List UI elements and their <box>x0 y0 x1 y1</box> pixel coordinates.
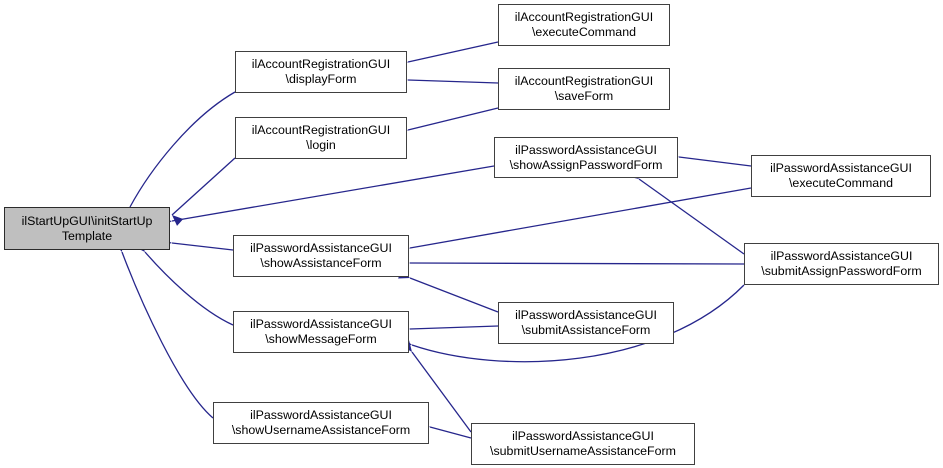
edge-showMessageForm-to-initStartUpTemplate <box>144 251 234 326</box>
node-show-assistance-form[interactable]: ilPasswordAssistanceGUI \showAssistanceF… <box>233 235 409 277</box>
node-label: ilPasswordAssistanceGUI \showMessageForm <box>250 317 392 346</box>
node-label: ilPasswordAssistanceGUI \showAssignPassw… <box>509 142 663 172</box>
node-login[interactable]: ilAccountRegistrationGUI \login <box>235 117 407 159</box>
edge-saveForm-to-displayForm <box>407 79 499 84</box>
node-label: ilStartUpGUI\initStartUp Template <box>21 213 153 243</box>
node-label: ilAccountRegistrationGUI \saveForm <box>514 74 654 103</box>
node-password-assistance-execute-command[interactable]: ilPasswordAssistanceGUI \executeCommand <box>751 155 931 197</box>
edge-showAssignPasswordForm-to-initStartUpTemplate <box>171 165 495 222</box>
node-label: ilPasswordAssistanceGUI \showAssistanceF… <box>250 241 392 270</box>
edge-paExecuteCommand-to-showAssignPasswordForm <box>678 156 752 167</box>
node-show-username-assistance-form[interactable]: ilPasswordAssistanceGUI \showUsernameAss… <box>213 402 429 444</box>
node-show-message-form[interactable]: ilPasswordAssistanceGUI \showMessageForm <box>233 311 409 353</box>
node-label: ilPasswordAssistanceGUI \submitUsernameA… <box>490 429 676 458</box>
node-label: ilAccountRegistrationGUI \displayForm <box>251 57 391 86</box>
node-label: ilPasswordAssistanceGUI \executeCommand <box>770 161 912 190</box>
edge-submitAssignPasswordForm-to-showAssistanceForm <box>409 262 745 265</box>
edge-arExecuteCommand-to-displayForm <box>407 41 499 63</box>
node-save-form[interactable]: ilAccountRegistrationGUI \saveForm <box>498 68 670 110</box>
edge-submitAssistanceForm-to-showAssistanceForm <box>409 277 499 313</box>
edge-paExecuteCommand-to-showAssistanceForm <box>409 187 752 249</box>
node-submit-assign-password-form[interactable]: ilPasswordAssistanceGUI \submitAssignPas… <box>744 243 939 285</box>
edge-displayForm-to-initStartUpTemplate <box>129 91 236 208</box>
node-init-start-up-template[interactable]: ilStartUpGUI\initStartUp Template <box>4 207 170 250</box>
node-label: ilPasswordAssistanceGUI \submitAssistanc… <box>515 308 657 337</box>
edge-showUsernameAssistanceForm-to-initStartUpTemplate <box>121 251 214 419</box>
edge-submitUsernameAssistanceForm-to-showUsernameAssistanceForm <box>429 426 472 439</box>
node-account-registration-execute-command[interactable]: ilAccountRegistrationGUI \executeCommand <box>498 4 670 46</box>
edge-submitAssistanceForm-to-showMessageForm <box>409 325 499 330</box>
node-label: ilAccountRegistrationGUI \login <box>251 123 391 152</box>
edge-showAssistanceForm-to-initStartUpTemplate <box>171 242 234 251</box>
edge-login-to-initStartUpTemplate <box>171 157 236 216</box>
node-label: ilAccountRegistrationGUI \executeCommand <box>514 10 654 39</box>
node-display-form[interactable]: ilAccountRegistrationGUI \displayForm <box>235 51 407 93</box>
node-label: ilPasswordAssistanceGUI \showUsernameAss… <box>231 408 411 437</box>
node-submit-assistance-form[interactable]: ilPasswordAssistanceGUI \submitAssistanc… <box>498 302 674 344</box>
node-show-assign-password-form[interactable]: ilPasswordAssistanceGUI \showAssignPassw… <box>494 137 678 178</box>
node-submit-username-assistance-form[interactable]: ilPasswordAssistanceGUI \submitUsernameA… <box>471 423 695 465</box>
node-label: ilPasswordAssistanceGUI \submitAssignPas… <box>761 249 922 278</box>
edge-saveForm-to-login <box>407 107 499 131</box>
edge-submitAssignPasswordForm-to-showAssignPasswordForm <box>638 178 745 255</box>
arrowhead-login-to-initStartUpTemplate <box>172 215 184 226</box>
